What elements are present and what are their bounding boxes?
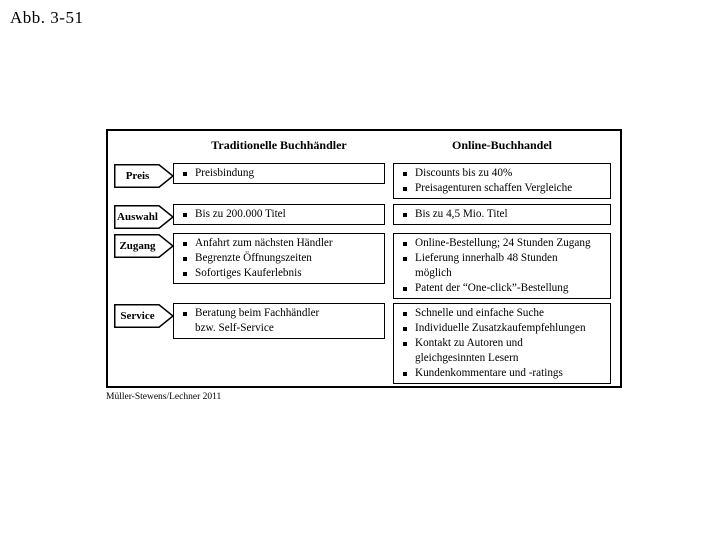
- column-header-online: Online-Buchhandel: [451, 138, 553, 152]
- list-item-text: Patent der “One-click”-Bestellung: [415, 282, 569, 294]
- list-item: Individuelle Zusatzkaufempfehlungen: [394, 321, 610, 336]
- list-item: Bis zu 4,5 Mio. Titel: [394, 207, 610, 222]
- comparison-diagram: Traditionelle Buchhändler Online-Buchhan…: [106, 129, 622, 388]
- bullet-list: Discounts bis zu 40% Preisagenturen scha…: [394, 164, 610, 198]
- cell-online-preis: Discounts bis zu 40% Preisagenturen scha…: [393, 163, 611, 199]
- figure-number: Abb. 3-51: [10, 8, 84, 27]
- list-item-text: Individuelle Zusatzkaufempfehlungen: [415, 322, 586, 334]
- row-label-arrow-preis: Preis: [114, 164, 174, 188]
- arrow-right-shape-icon: [114, 234, 174, 258]
- bullet-square-icon: [183, 257, 187, 261]
- bullet-square-icon: [403, 257, 407, 261]
- cell-traditional-auswahl: Bis zu 200.000 Titel: [173, 204, 385, 225]
- cell-traditional-zugang: Anfahrt zum nächsten Händler Begrenzte Ö…: [173, 233, 385, 284]
- list-item: Lieferung innerhalb 48 Stunden möglich: [394, 251, 610, 281]
- row-label-arrow-zugang: Zugang: [114, 234, 174, 258]
- bullet-list: Schnelle und einfache Suche Individuelle…: [394, 304, 610, 383]
- cell-traditional-service: Beratung beim Fachhändler bzw. Self-Serv…: [173, 303, 385, 339]
- row-label: Zugang: [119, 240, 156, 252]
- bullet-square-icon: [183, 213, 187, 217]
- list-item: Begrenzte Öffnungszeiten: [174, 251, 384, 266]
- bullet-square-icon: [403, 342, 407, 346]
- list-item: Discounts bis zu 40%: [394, 166, 610, 181]
- list-item-text: Bis zu 4,5 Mio. Titel: [415, 208, 508, 220]
- cell-online-service: Schnelle und einfache Suche Individuelle…: [393, 303, 611, 384]
- list-item-text: Discounts bis zu 40%: [415, 167, 513, 179]
- list-item-text: Kontakt zu Autoren und gleichgesinnten L…: [415, 337, 523, 364]
- list-item-text: Beratung beim Fachhändler bzw. Self-Serv…: [195, 307, 320, 334]
- bullet-square-icon: [403, 187, 407, 191]
- bullet-square-icon: [403, 327, 407, 331]
- list-item: Patent der “One-click”-Bestellung: [394, 281, 610, 296]
- list-item: Kontakt zu Autoren und gleichgesinnten L…: [394, 336, 610, 366]
- row-label: Preis: [125, 170, 150, 182]
- bullet-square-icon: [183, 272, 187, 276]
- column-header-traditional: Traditionelle Buchhändler: [211, 138, 347, 152]
- bullet-square-icon: [403, 287, 407, 291]
- list-item: Kundenkommentare und -ratings: [394, 366, 610, 381]
- bullet-list: Bis zu 200.000 Titel: [174, 205, 384, 224]
- bullet-list: Bis zu 4,5 Mio. Titel: [394, 205, 610, 224]
- list-item: Sofortiges Kauferlebnis: [174, 266, 384, 281]
- list-item: Preisbindung: [174, 166, 384, 181]
- arrow-right-shape-icon: [114, 205, 174, 229]
- list-item: Beratung beim Fachhändler bzw. Self-Serv…: [174, 306, 384, 336]
- list-item-text: Preisagenturen schaffen Vergleiche: [415, 182, 573, 194]
- list-item: Anfahrt zum nächsten Händler: [174, 236, 384, 251]
- source-citation: Müller-Stewens/Lechner 2011: [106, 392, 222, 402]
- list-item: Schnelle und einfache Suche: [394, 306, 610, 321]
- cell-traditional-preis: Preisbindung: [173, 163, 385, 184]
- list-item-text: Kundenkommentare und -ratings: [415, 367, 563, 379]
- list-item: Bis zu 200.000 Titel: [174, 207, 384, 222]
- bullet-list: Beratung beim Fachhändler bzw. Self-Serv…: [174, 304, 384, 338]
- bullet-list: Anfahrt zum nächsten Händler Begrenzte Ö…: [174, 234, 384, 283]
- list-item: Preisagenturen schaffen Vergleiche: [394, 181, 610, 196]
- bullet-list: Online-Bestellung; 24 Stunden Zugang Lie…: [394, 234, 610, 298]
- list-item-text: Bis zu 200.000 Titel: [195, 208, 286, 220]
- row-label-arrow-auswahl: Auswahl: [114, 205, 174, 229]
- list-item-text: Schnelle und einfache Suche: [415, 307, 544, 319]
- bullet-list: Preisbindung: [174, 164, 384, 183]
- row-label: Auswahl: [117, 211, 158, 223]
- bullet-square-icon: [403, 312, 407, 316]
- cell-online-zugang: Online-Bestellung; 24 Stunden Zugang Lie…: [393, 233, 611, 299]
- list-item-text: Online-Bestellung; 24 Stunden Zugang: [415, 237, 591, 249]
- list-item: Online-Bestellung; 24 Stunden Zugang: [394, 236, 610, 251]
- list-item-text: Anfahrt zum nächsten Händler: [195, 237, 333, 249]
- row-label-arrow-service: Service: [114, 304, 174, 328]
- bullet-square-icon: [183, 172, 187, 176]
- bullet-square-icon: [403, 242, 407, 246]
- list-item-text: Preisbindung: [195, 167, 255, 179]
- bullet-square-icon: [183, 312, 187, 316]
- bullet-square-icon: [403, 213, 407, 217]
- cell-online-auswahl: Bis zu 4,5 Mio. Titel: [393, 204, 611, 225]
- list-item-text: Lieferung innerhalb 48 Stunden möglich: [415, 252, 558, 279]
- bullet-square-icon: [183, 242, 187, 246]
- bullet-square-icon: [403, 172, 407, 176]
- bullet-square-icon: [403, 372, 407, 376]
- arrow-right-shape-icon: [114, 304, 174, 328]
- arrow-right-shape-icon: [114, 164, 174, 188]
- list-item-text: Sofortiges Kauferlebnis: [195, 267, 302, 279]
- row-label: Service: [120, 310, 155, 322]
- list-item-text: Begrenzte Öffnungszeiten: [195, 252, 312, 264]
